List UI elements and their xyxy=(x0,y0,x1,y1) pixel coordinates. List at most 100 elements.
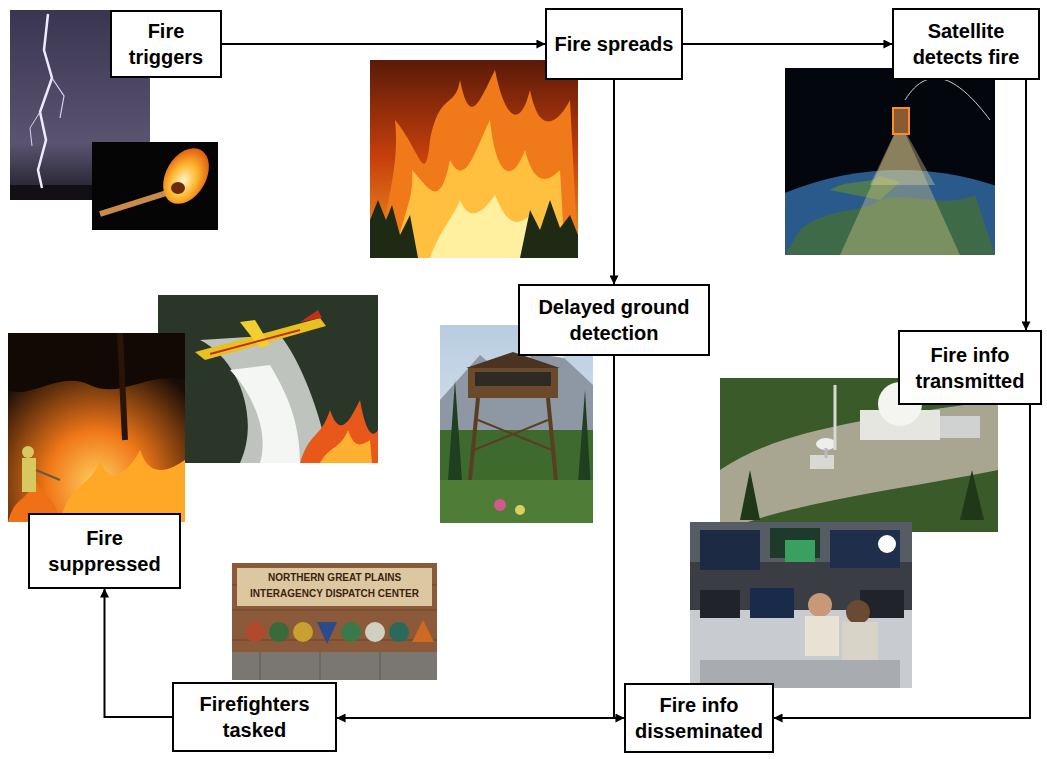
firefighter-photo-part xyxy=(22,458,36,492)
process-box: Satellite detects fire xyxy=(892,8,1040,80)
control-room-photo-part xyxy=(805,616,839,656)
satellite-image-part xyxy=(893,108,909,134)
firefighter-photo-part xyxy=(120,333,125,440)
box-label: Firefighters tasked xyxy=(174,691,335,743)
flow-arrow xyxy=(222,43,545,45)
air-tanker-photo-part xyxy=(230,365,300,463)
lookout-tower-photo-part xyxy=(468,368,558,398)
dispatch-sign-photo xyxy=(232,563,437,680)
lookout-tower-photo-part xyxy=(475,372,551,386)
ground-station-photo-part xyxy=(834,385,837,450)
box-label: Fire triggers xyxy=(112,18,220,70)
dispatch-sign-photo-part xyxy=(232,652,437,680)
control-room-photo-part xyxy=(846,600,870,624)
dispatch-sign-photo-part xyxy=(260,652,261,680)
ground-station-photo-part xyxy=(960,470,984,520)
firefighter-photo-part xyxy=(22,446,34,458)
air-tanker-photo-part xyxy=(320,430,372,463)
match-photo-part xyxy=(171,182,185,194)
flow-arrow xyxy=(613,80,615,284)
box-label: Satellite detects fire xyxy=(894,18,1038,70)
dispatch-sign-photo-part xyxy=(269,622,289,642)
dispatch-sign-photo-part xyxy=(380,652,381,680)
air-tanker-photo-part xyxy=(210,330,300,354)
firefighter-photo-part xyxy=(8,333,185,522)
wildfire-photo xyxy=(370,60,578,258)
box-label: Fire info transmitted xyxy=(900,342,1040,394)
dispatch-sign-photo-part xyxy=(341,622,361,642)
firefighter-photo-part xyxy=(36,470,60,480)
flow-arrow xyxy=(337,717,624,719)
sign-text: INTERAGENCY DISPATCH CENTER xyxy=(237,588,432,600)
firefighter-photo xyxy=(8,333,185,522)
wildfire-photo-part xyxy=(370,60,578,258)
control-room-photo xyxy=(690,522,912,688)
process-box: Fire triggers xyxy=(110,10,222,78)
dispatch-sign-photo-part xyxy=(245,622,265,642)
dispatch-sign-photo-part xyxy=(365,622,385,642)
satellite-image xyxy=(785,68,995,255)
air-tanker-photo-part xyxy=(300,310,322,322)
air-tanker-photo-part xyxy=(300,400,378,463)
air-tanker-photo-part xyxy=(195,318,326,360)
dispatch-sign-photo-part xyxy=(232,640,437,641)
process-box: Fire info disseminated xyxy=(624,683,774,753)
box-label: Delayed ground detection xyxy=(520,294,708,346)
dispatch-sign-photo-part xyxy=(412,620,434,642)
flow-arrow xyxy=(1025,80,1027,330)
lightning-photo-part xyxy=(52,78,64,118)
dispatch-sign-photo-part xyxy=(389,622,409,642)
ground-station-photo-part xyxy=(940,416,980,438)
lookout-tower-photo-part xyxy=(440,480,593,523)
control-room-photo-part xyxy=(785,540,815,562)
control-room-photo-part xyxy=(690,610,912,688)
firefighter-photo-part xyxy=(60,450,185,522)
dispatch-sign-photo-part xyxy=(232,610,437,611)
air-tanker-photo xyxy=(158,295,378,463)
flow-arrow xyxy=(683,43,892,45)
control-room-photo-part xyxy=(842,622,878,662)
lightning-photo-part xyxy=(30,112,40,146)
control-room-photo-part xyxy=(750,588,794,618)
flow-arrow xyxy=(614,356,624,718)
ground-station-photo-part xyxy=(740,470,760,520)
sign-text: NORTHERN GREAT PLAINS xyxy=(237,572,432,584)
ground-station-photo-part xyxy=(810,455,834,469)
lookout-tower-photo-part xyxy=(474,420,548,450)
lookout-tower-photo-part xyxy=(515,505,525,515)
process-box: Fire spreads xyxy=(545,8,683,80)
lookout-tower-photo-part xyxy=(478,420,552,450)
control-room-photo-part xyxy=(808,593,832,617)
flow-arrow xyxy=(774,405,1030,718)
match-photo-part xyxy=(154,140,219,212)
lookout-tower-photo-part xyxy=(548,398,556,480)
satellite-image-part xyxy=(785,68,995,255)
control-room-photo-part xyxy=(700,530,760,570)
box-label: Fire info disseminated xyxy=(626,692,772,744)
air-tanker-photo-part xyxy=(158,295,378,463)
dispatch-sign-photo-part xyxy=(317,622,337,644)
box-label: Fire spreads xyxy=(549,31,680,57)
wildfire-photo-part xyxy=(520,200,578,258)
flow-arrow xyxy=(105,589,173,717)
satellite-image-part xyxy=(905,78,990,120)
lookout-tower-photo-part xyxy=(440,430,593,523)
box-label: Fire suppressed xyxy=(30,525,179,577)
dispatch-sign-photo-part xyxy=(320,652,321,680)
dispatch-sign-photo-part xyxy=(237,568,432,606)
dispatch-sign-photo-part xyxy=(232,563,437,680)
lookout-tower-photo-part xyxy=(470,398,478,480)
control-room-photo-part xyxy=(878,535,896,553)
control-room-photo-part xyxy=(830,530,900,568)
process-box: Fire suppressed xyxy=(28,513,181,589)
process-box: Delayed ground detection xyxy=(518,284,710,356)
lookout-tower-photo-part xyxy=(494,499,506,511)
wildfire-photo-part xyxy=(370,200,418,258)
wildfire-photo-part xyxy=(430,195,535,258)
control-room-photo-part xyxy=(700,590,740,618)
process-box: Firefighters tasked xyxy=(172,682,337,752)
process-box: Fire info transmitted xyxy=(898,330,1042,405)
